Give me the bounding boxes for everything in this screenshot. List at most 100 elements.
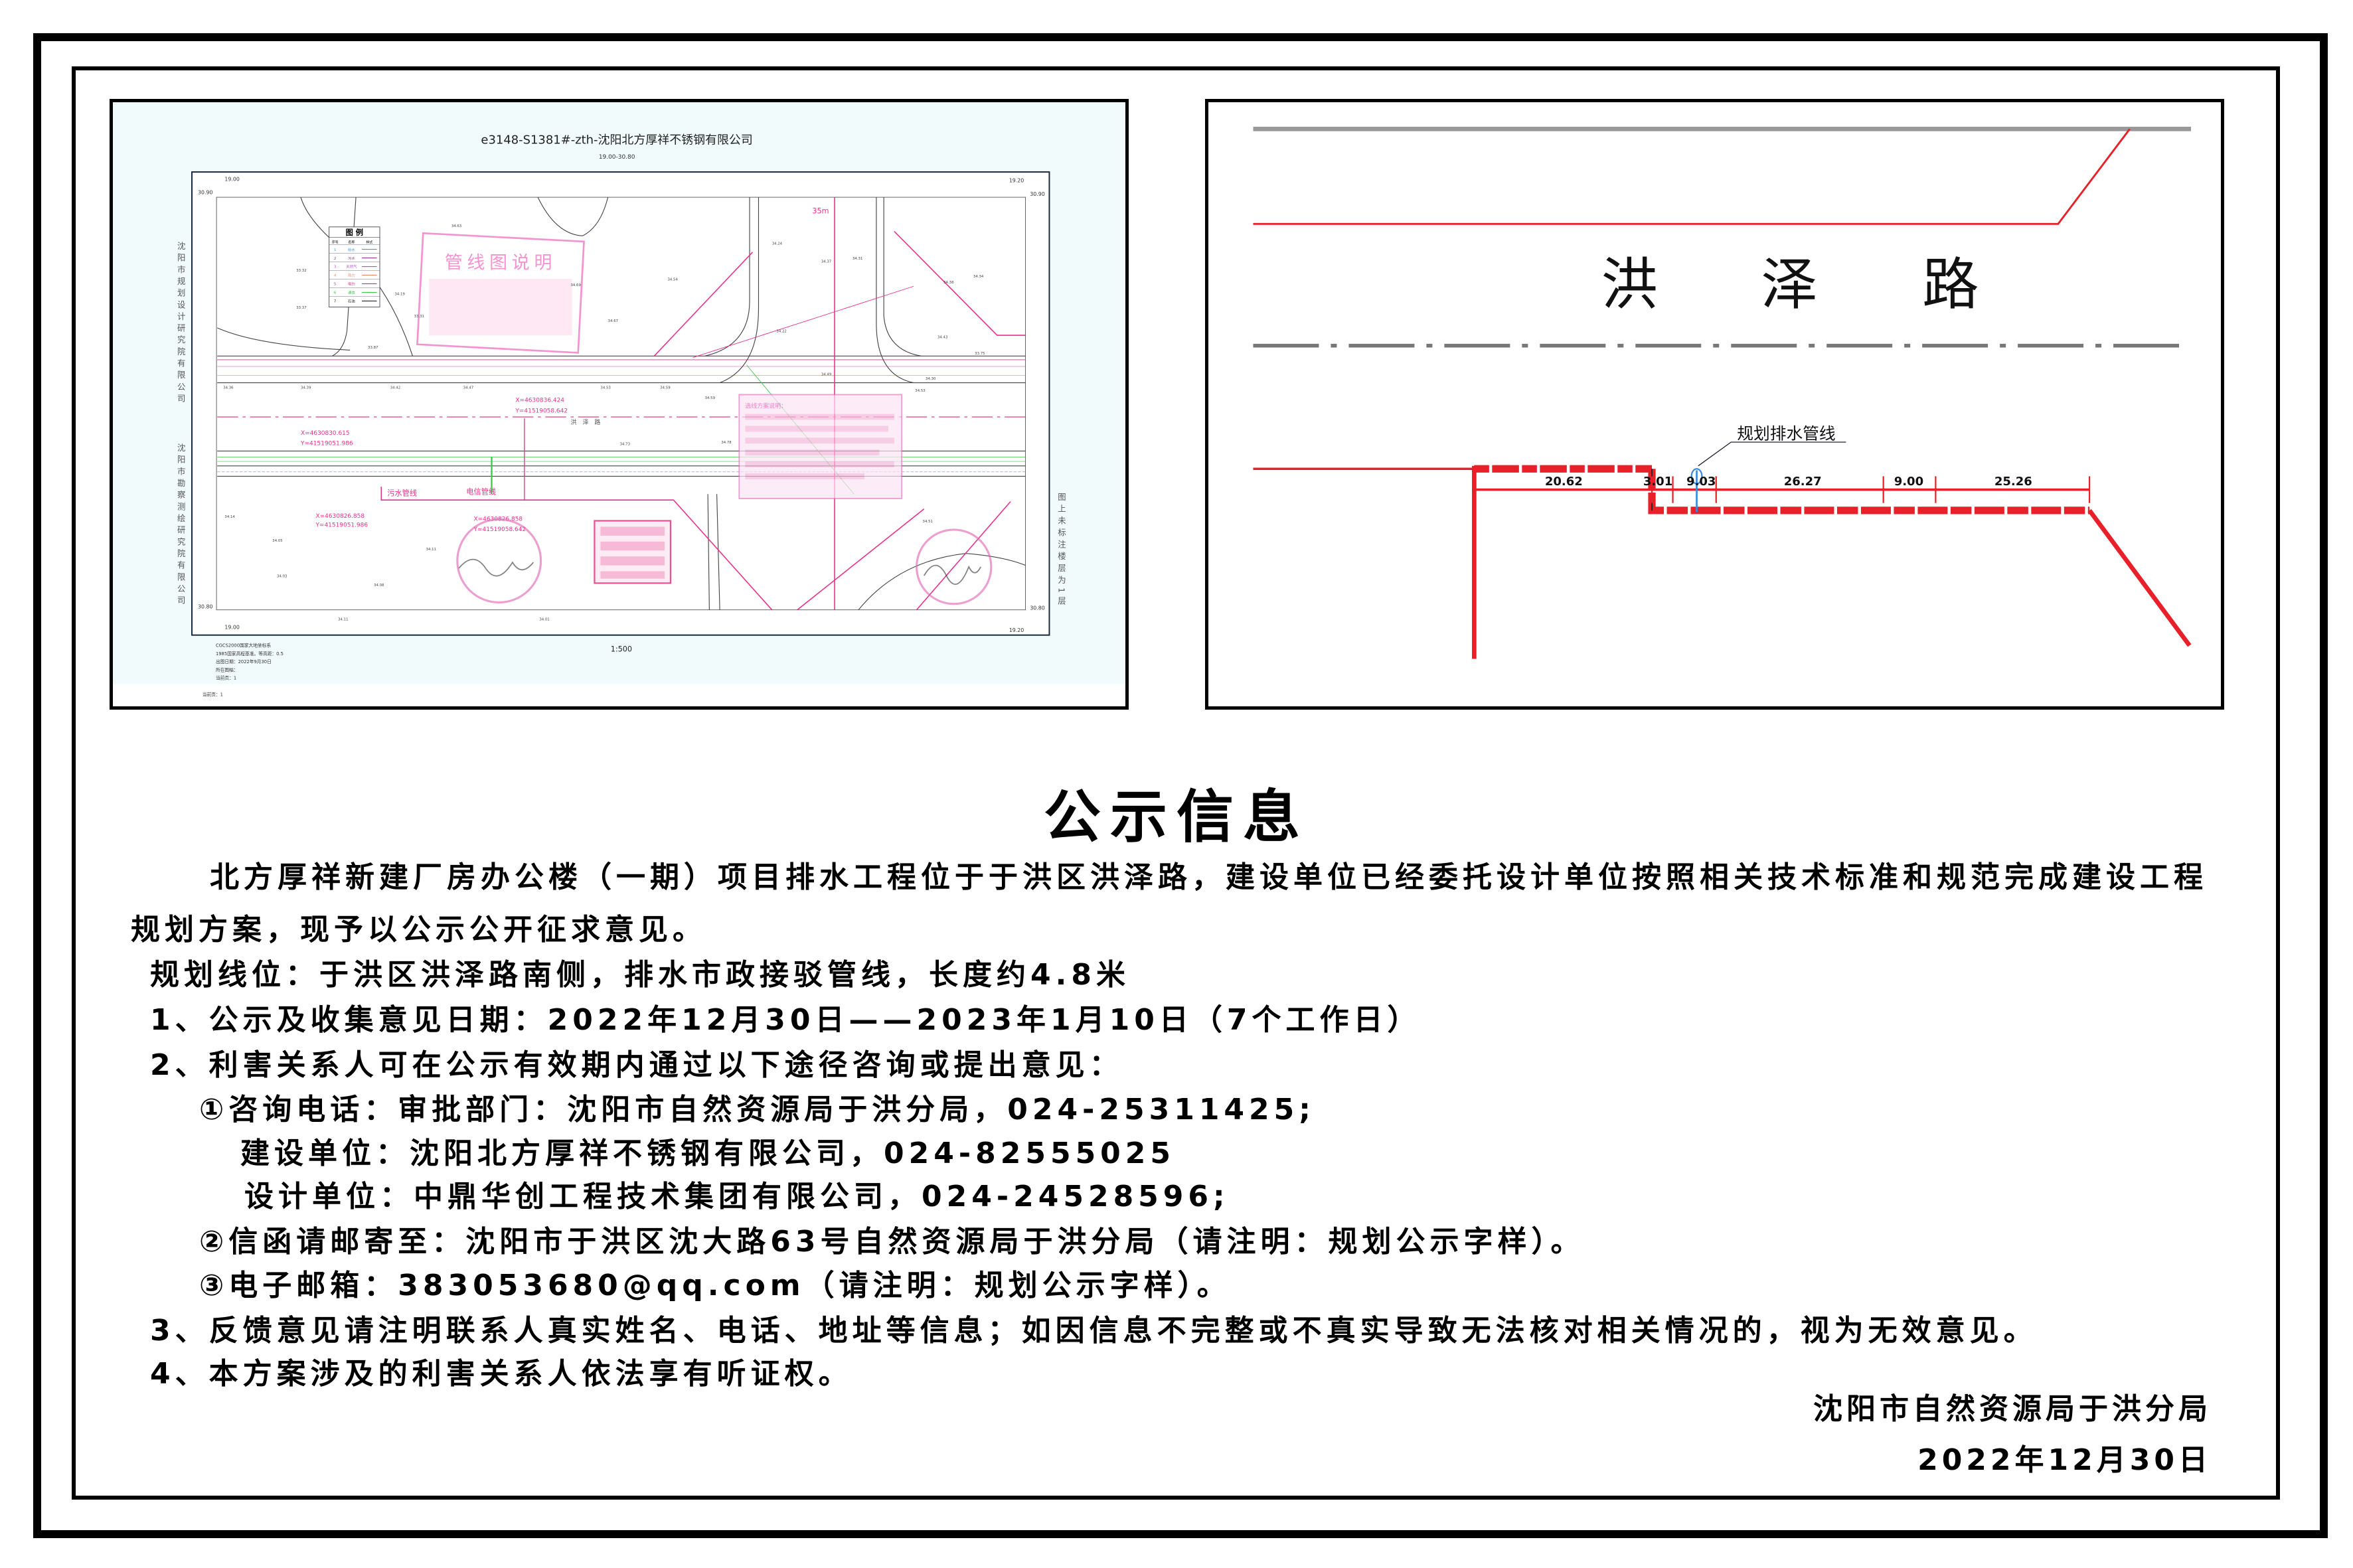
planned-drain-pipe-label: 规划排水管线 <box>1737 424 1835 443</box>
elevation-label: 34.22 <box>776 330 786 334</box>
svg-text:X=4630830.615: X=4630830.615 <box>301 430 350 437</box>
legend-row-number: 4 <box>334 274 337 278</box>
svg-text:9.03: 9.03 <box>1686 475 1716 489</box>
email-contact: ③电子邮箱：383053680@qq.com（请注明：规划公示字样）。 <box>199 1269 1231 1302</box>
manhole-icon <box>1690 468 1703 485</box>
corner-label: 19.20 <box>1009 178 1024 184</box>
corner-label: 19.00 <box>224 177 239 183</box>
notice-period: 1、公示及收集意见日期：2022年12月30日——2023年1月10日（7个工作… <box>150 1003 1421 1037</box>
legend-row-name: 电力 <box>348 281 355 287</box>
pipeline-map: e3148-S1381#-zth-沈阳北方厚祥不锈钢有限公司 19.00-30.… <box>113 102 1125 706</box>
svg-text:Y=41519058.642: Y=41519058.642 <box>515 408 568 414</box>
elevation-label: 33.37 <box>296 306 306 310</box>
elevation-label: 34.39 <box>301 386 311 390</box>
svg-text:26.27: 26.27 <box>1784 475 1822 489</box>
svg-text:X=4630826.858: X=4630826.858 <box>315 513 365 520</box>
elevation-label: 34.59 <box>660 386 671 390</box>
map-footer-page: 当前页：1 <box>203 691 223 697</box>
round-seal-left <box>456 518 542 604</box>
vertical-survey-label: 沈阳市勘察测绘研究院有限公司 <box>176 443 185 607</box>
elevation-label: 34.14 <box>224 515 235 519</box>
elevation-label: 34.69 <box>571 283 582 287</box>
contact-builder: 建设单位：沈阳北方厚祥不锈钢有限公司，024-82555025 <box>240 1137 1176 1170</box>
elevation-label: 33.31 <box>414 315 424 319</box>
legend-row-number: 1 <box>334 248 336 252</box>
elevation-label: 34.78 <box>721 441 732 445</box>
issuer-signature: 沈阳市自然资源局于洪分局 <box>1813 1392 2212 1426</box>
label-leader <box>1698 441 1846 467</box>
legend-row-number: 6 <box>334 291 337 295</box>
legend-row-name: 给水 <box>348 247 355 252</box>
pipe-schematic: 洪 泽 路 规划排水管线 20.62 3.01 9.03 26.27 9.00 … <box>1253 126 2192 659</box>
corner-label: 19.00 <box>224 625 239 631</box>
corner-label: 30.80 <box>1030 605 1044 611</box>
elevation-label: 34.59 <box>705 396 716 400</box>
svg-text:所在图幅：: 所在图幅： <box>216 666 238 672</box>
svg-text:管线图说明: 管线图说明 <box>445 252 556 273</box>
round-seal-right <box>915 528 993 605</box>
legend-header: 序号 <box>332 240 339 244</box>
sewer-pipe-label: 污水管线 <box>387 489 417 498</box>
svg-text:25.26: 25.26 <box>1994 475 2032 489</box>
svg-text:Y=41519058.642: Y=41519058.642 <box>473 526 527 533</box>
elevation-label: 34.49 <box>821 372 832 376</box>
legend-row: 2 污水 <box>329 253 380 261</box>
elevation-label: 34.51 <box>923 520 933 524</box>
elevation-label: 34.24 <box>772 242 783 246</box>
legend-row-name: 污水 <box>348 256 355 261</box>
map-road-name: 洪 泽 路 <box>571 418 601 426</box>
legend-row-number: 5 <box>334 283 336 287</box>
elevation-label: 34.47 <box>463 386 473 390</box>
svg-text:3.01: 3.01 <box>1643 475 1672 489</box>
elevation-label: 34.53 <box>915 389 925 393</box>
elevation-points: 33.3233.3733.3133.8734.1934.6334.6934.54… <box>223 224 985 621</box>
elevation-label: 34.31 <box>852 257 862 261</box>
svg-text:9.00: 9.00 <box>1894 475 1923 489</box>
legend-row: 5 电力 <box>329 279 380 287</box>
inner-border <box>72 66 2280 1500</box>
corner-label: 30.90 <box>1030 191 1044 197</box>
notice-paragraph-line: 北方厚祥新建厂房办公楼（一期）项目排水工程位于于洪区洪泽路，建设单位已经委托设计… <box>210 860 2208 894</box>
svg-text:1985国家高程基准。等高距：0.5: 1985国家高程基准。等高距：0.5 <box>216 651 284 657</box>
legend-row-name: 天然气 <box>346 264 357 270</box>
road-name-char: 洪 <box>1601 252 1658 318</box>
svg-text:Y=41519051.986: Y=41519051.986 <box>300 441 353 447</box>
elevation-label: 34.08 <box>374 584 384 588</box>
elevation-label: 34.11 <box>426 548 436 552</box>
map-scale: 1:500 <box>611 645 632 653</box>
elevation-label: 34.11 <box>338 617 348 621</box>
legend-row: 1 给水 <box>329 244 380 252</box>
svg-text:出图日期：2022年9月30日: 出图日期：2022年9月30日 <box>216 659 272 665</box>
scheme-note-box: 选线方案说明： <box>738 394 903 499</box>
contact-designer: 设计单位：中鼎华创工程技术集团有限公司，024-24528596; <box>244 1180 1230 1214</box>
legend-title: 图 例 <box>346 228 363 237</box>
hearing-right: 4、本方案涉及的利害关系人依法享有听证权。 <box>150 1357 852 1391</box>
elevation-label: 34.01 <box>539 617 549 621</box>
svg-text:Y=41519051.986: Y=41519051.986 <box>315 522 368 528</box>
mail-address: ②信函请邮寄至：沈阳市于洪区沈大路63号自然资源局于洪分局（请注明：规划公示字样… <box>199 1225 1585 1259</box>
vertical-institute-label: 沈阳市规划设计研究院有限公司 <box>176 241 185 406</box>
corner-label: 30.80 <box>198 603 212 609</box>
elevation-label: 34.73 <box>620 442 630 446</box>
elevation-label: 34.53 <box>600 386 610 390</box>
elevation-label: 34.54 <box>667 277 678 281</box>
map-subtitle: 19.00-30.80 <box>599 154 635 161</box>
distance-label: 35m <box>812 207 829 216</box>
svg-text:选线方案说明：: 选线方案说明： <box>745 402 787 410</box>
vertical-floor-note: 图上未标注楼层为1层 <box>1056 493 1066 608</box>
legend-row-number: 2 <box>334 257 336 261</box>
elevation-label: 34.43 <box>937 336 947 340</box>
feedback-requirement: 3、反馈意见请注明联系人真实姓名、电话、地址等信息；如因信息不完整或不真实导致无… <box>150 1314 2038 1348</box>
elevation-label: 34.37 <box>821 260 831 264</box>
contact-approval-dept: ①咨询电话：审批部门：沈阳市自然资源局于洪分局，024-25311425; <box>199 1093 1315 1127</box>
elevation-label: 34.42 <box>390 386 400 390</box>
outer-border <box>33 33 2328 1538</box>
pipe-schematic-image: 洪 泽 路 规划排水管线 20.62 3.01 9.03 26.27 9.00 … <box>1205 99 2224 710</box>
elevation-label: 34.36 <box>223 386 234 390</box>
notice-title: 公示信息 <box>1044 784 1309 850</box>
